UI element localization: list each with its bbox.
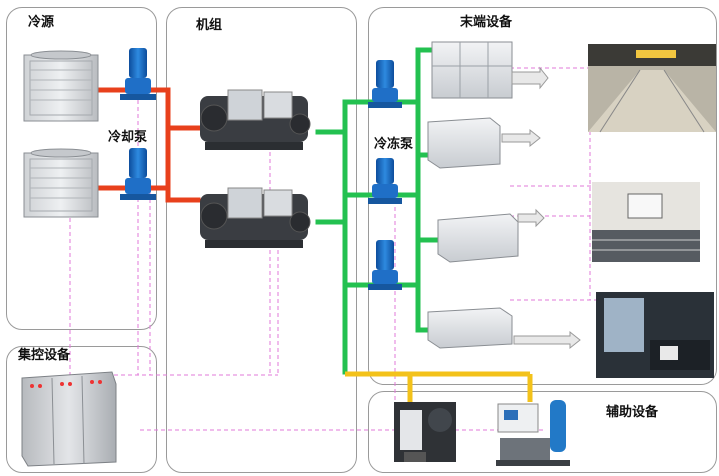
subway-station-photo [588,44,716,133]
cooling-pump-2 [120,148,156,200]
fan-coil-unit-3 [427,307,581,350]
cold-source-label: 冷源 [28,15,55,30]
fan-coil-unit-1 [427,117,541,169]
water-treatment-unit [394,402,456,462]
unit-label: 机组 [196,18,223,33]
control-cabinet [21,371,117,467]
chilled-pump-3 [368,240,402,290]
chiller-1 [200,89,311,150]
terminal-label: 末端设备 [460,15,513,30]
auxiliary-label: 辅助设备 [606,405,659,420]
office-photo [596,292,714,378]
cooling-water-pipes [95,87,201,203]
cooling-tower-1 [23,50,99,122]
cooling-pump-label: 冷却泵 [108,130,148,145]
chiller-2 [200,187,311,248]
chilled-pump-label: 冷冻泵 [374,137,414,152]
chilled-pump-1 [368,60,402,108]
classroom-photo [592,182,700,262]
central-control-label: 集控设备 [18,348,71,363]
auxiliary-water-pipes [345,371,533,402]
pressurized-water-supply-unit [496,400,570,466]
chilled-pump-2 [368,158,402,204]
air-handling-unit [431,41,549,99]
fan-coil-unit-2 [437,208,545,263]
cooling-pump-1 [120,48,156,100]
cooling-tower-2 [23,148,99,218]
